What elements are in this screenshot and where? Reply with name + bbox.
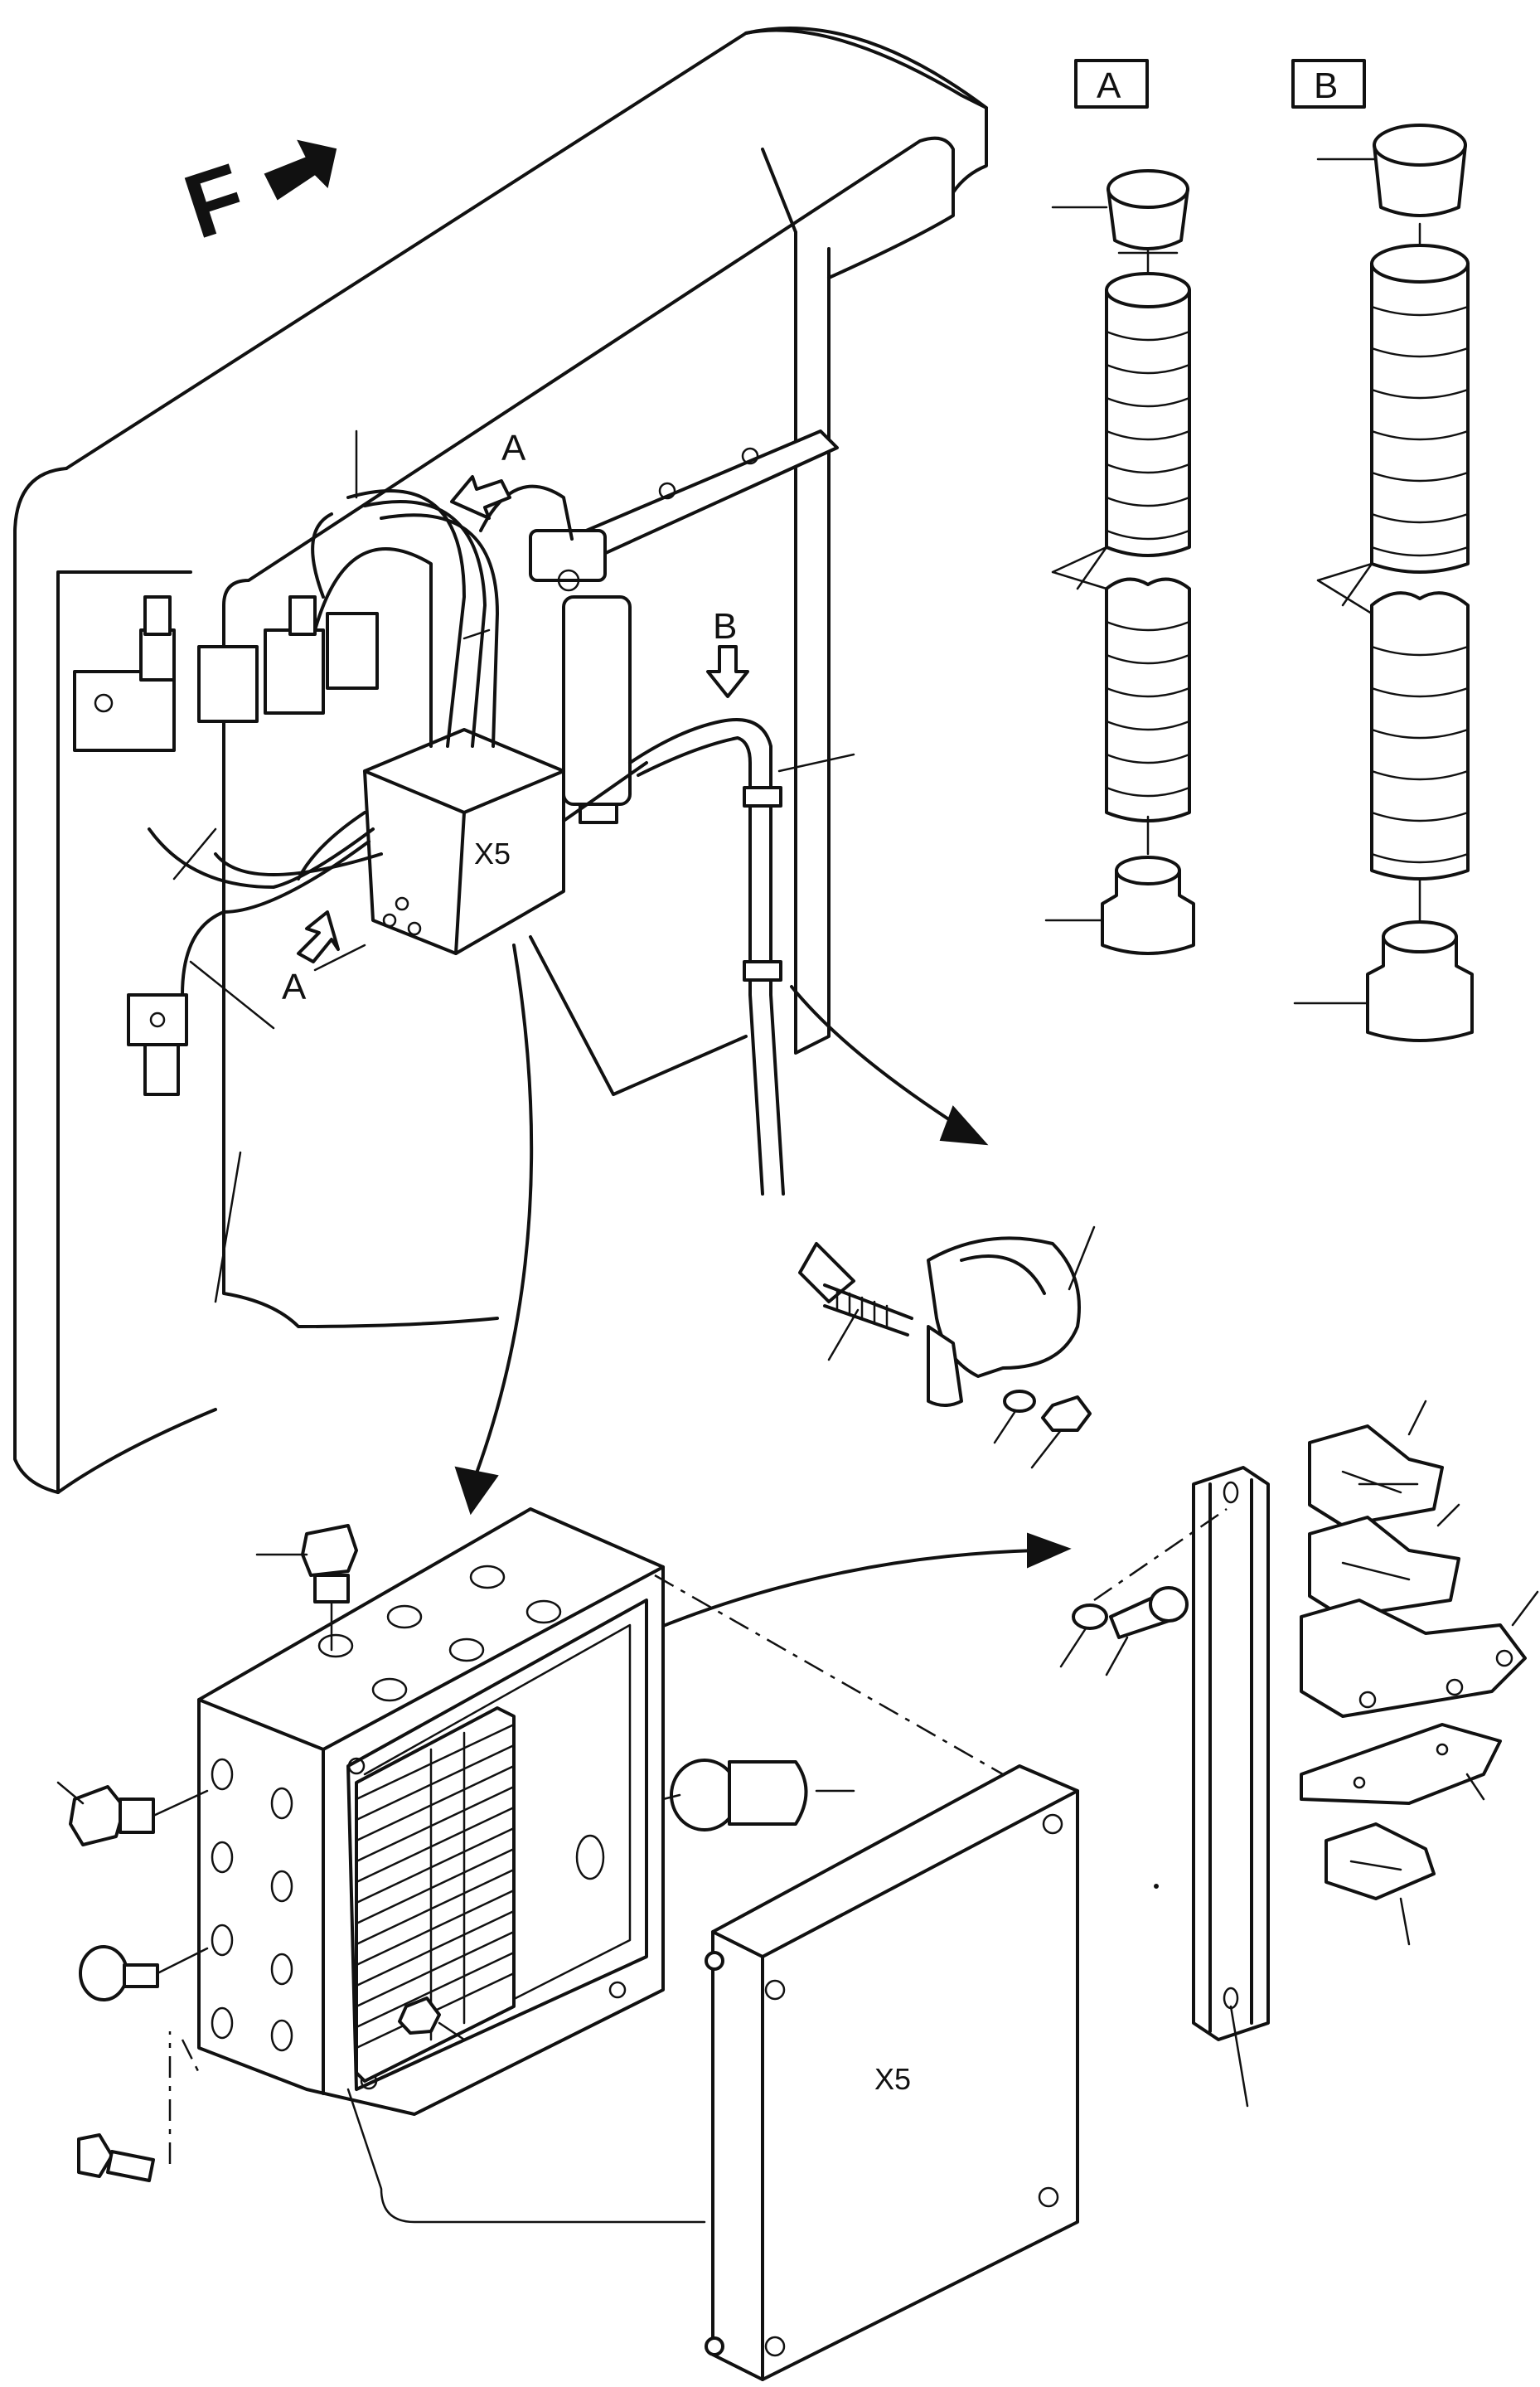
- arrow-a-label-upper: A: [501, 428, 526, 468]
- detail-a: A: [1044, 59, 1195, 955]
- detail-a-arrow-lower: A: [282, 910, 340, 1007]
- view-direction-marker: F: [172, 139, 337, 259]
- panel-leaders: [172, 429, 855, 1303]
- cable-clamp-detail: [798, 1225, 1096, 1469]
- cover-x5-label: X5: [874, 2062, 911, 2096]
- terminal-blocks: [1300, 1400, 1539, 1946]
- terminal-box-open: [197, 1507, 665, 2116]
- view-f-arrow: [264, 139, 337, 201]
- filter-canister: [529, 529, 632, 824]
- detail-b-frame: [1291, 59, 1366, 109]
- detail-a-frame: [1074, 59, 1149, 109]
- detail-a-label: A: [1097, 65, 1121, 106]
- detail-b: B: [1291, 59, 1474, 1042]
- enclosure-panel: [13, 27, 988, 1494]
- rail-screw: [1059, 1586, 1189, 1676]
- detail-b-label: B: [1314, 65, 1338, 106]
- solenoid-valves: [73, 595, 379, 1096]
- box-fittings: [56, 1524, 855, 2182]
- box-cover-x5: X5: [705, 1764, 1079, 2381]
- arrow-b-label: B: [713, 606, 737, 647]
- view-f-label: F: [172, 144, 257, 259]
- cable-harness: [148, 484, 785, 1196]
- stray-dot: [1154, 1884, 1159, 1889]
- detail-b-arrow: B: [706, 606, 749, 698]
- box-x5-label: X5: [474, 837, 511, 871]
- arrow-a-label-lower: A: [282, 967, 307, 1007]
- din-rail: [1093, 1466, 1270, 2108]
- junction-box-x5: X5: [363, 728, 565, 955]
- assembly-lines: [181, 1574, 1004, 2224]
- detail-a-arrow-upper: A: [450, 428, 526, 520]
